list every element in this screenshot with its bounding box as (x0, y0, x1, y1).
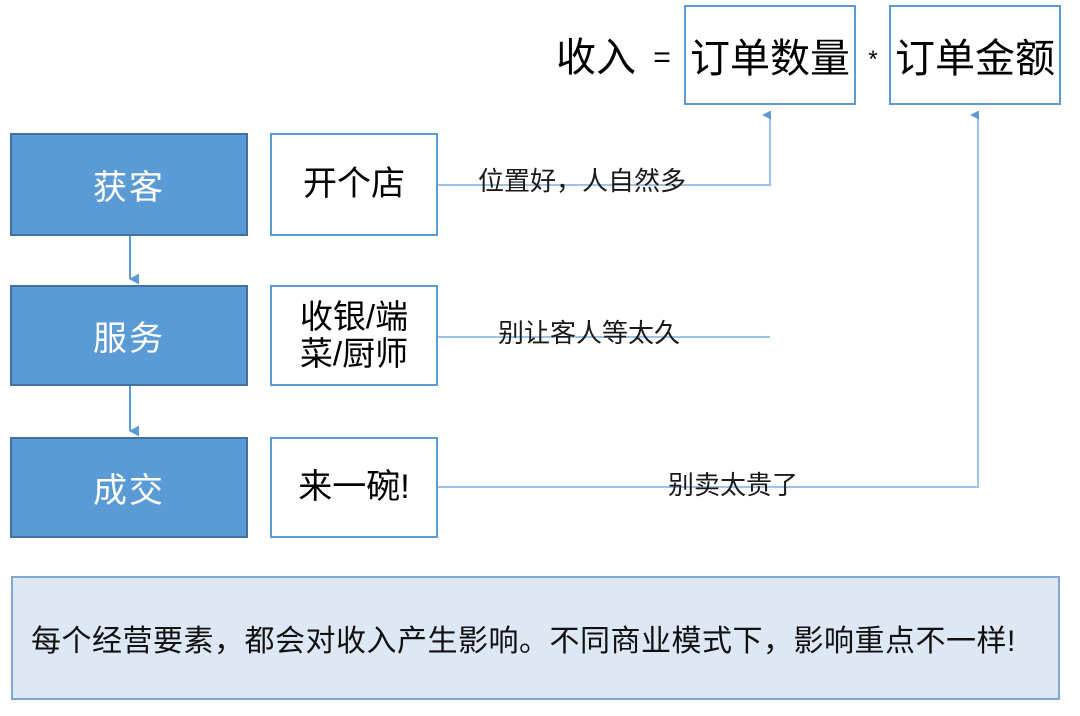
summary-banner-text: 每个经营要素，都会对收入产生影响。不同商业模式下，影响重点不一样! (31, 625, 1016, 658)
action-line-2: 菜/厨师 (299, 334, 409, 372)
wire-label-wait-time: 别让客人等太久 (498, 318, 681, 348)
stage-box-acquisition[interactable]: 获客 (10, 133, 248, 236)
wire-label-pricing: 别卖太贵了 (668, 470, 799, 500)
stage-box-service[interactable]: 服务 (10, 285, 248, 386)
action-box-open-store[interactable]: 开个店 (270, 133, 438, 236)
wire-label-location: 位置好，人自然多 (478, 166, 687, 196)
outcome-box-order-count[interactable]: 订单数量 (684, 5, 856, 105)
outcome-box-order-amount[interactable]: 订单金额 (889, 5, 1061, 105)
action-box-one-bowl[interactable]: 来一碗! (270, 437, 438, 538)
stage-box-transaction[interactable]: 成交 (10, 437, 248, 538)
action-line-1: 收银/端 (299, 297, 409, 335)
formula-multiply-sign: * (868, 46, 878, 73)
action-box-staff-roles[interactable]: 收银/端 菜/厨师 (270, 285, 438, 386)
formula-equals-sign: = (653, 41, 671, 74)
action-box-staff-roles-text: 收银/端 菜/厨师 (299, 297, 409, 373)
summary-banner: 每个经营要素，都会对收入产生影响。不同商业模式下，影响重点不一样! (11, 576, 1060, 700)
formula-lhs-revenue: 收入 (556, 36, 636, 80)
